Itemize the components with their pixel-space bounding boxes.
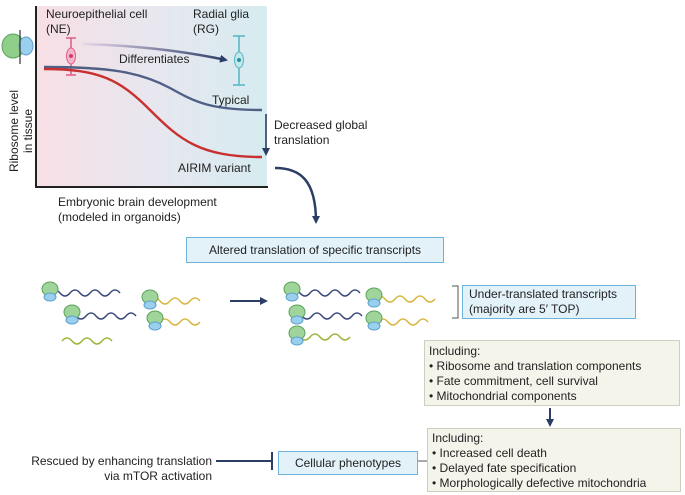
differentiates-label: Differentiates [119, 52, 190, 66]
y-axis-label: Ribosome level in tissue [7, 89, 35, 173]
bracket [452, 285, 459, 319]
under-translated-subtitle: (majority are 5′ TOP) [469, 302, 580, 316]
cellular-phenotypes-box: Cellular phenotypes [278, 451, 418, 475]
differentiates-arrow [81, 42, 228, 63]
ribosome-cluster-left [41, 281, 201, 345]
radial-glia-icon [233, 35, 245, 86]
altered-translation-box: Altered translation of specific transcri… [186, 237, 444, 263]
under-translated-box: Under-translated transcripts (majority a… [462, 285, 636, 319]
under-translated-title: Under-translated transcripts [469, 287, 618, 301]
list-item: • Increased cell death [432, 446, 547, 460]
cellular-phenotypes-label: Cellular phenotypes [294, 456, 402, 470]
including-box-transcripts: Including: • Ribosome and translation co… [424, 340, 680, 406]
list-item: • Morphologically defective mitochondria [432, 476, 647, 490]
typical-curve [43, 65, 263, 112]
y-axis [35, 6, 37, 188]
including-heading: Including: [429, 344, 481, 358]
rg-label: Radial glia (RG) [193, 7, 250, 36]
ribosome-side-icon [1, 30, 34, 64]
airim-variant-curve [43, 67, 263, 159]
typical-label: Typical [212, 93, 250, 107]
altered-translation-label: Altered translation of specific transcri… [208, 243, 422, 257]
ribosome-cluster-right [283, 281, 436, 346]
including-heading: Including: [432, 431, 484, 445]
decreased-translation-label: Decreased global translation [274, 118, 368, 147]
list-item: • Fate commitment, cell survival [429, 374, 598, 388]
x-axis-label: Embryonic brain development (modeled in … [58, 195, 217, 224]
list-item: • Mitochondrial components [429, 389, 577, 403]
x-axis [35, 186, 268, 188]
neuroepithelial-cell-icon [66, 37, 76, 76]
list-item: • Ribosome and translation components [429, 359, 642, 373]
ne-label: Neuroepithelial cell (NE) [46, 7, 148, 36]
airim-variant-label: AIRIM variant [178, 161, 251, 175]
to-altered-arrow [274, 166, 320, 224]
list-item: • Delayed fate specification [432, 461, 577, 475]
ribosome-level-plot [36, 6, 267, 187]
rescue-label: Rescued by enhancing translation via mTO… [31, 454, 212, 483]
including-box-phenotypes: Including: • Increased cell death • Dela… [427, 428, 681, 492]
